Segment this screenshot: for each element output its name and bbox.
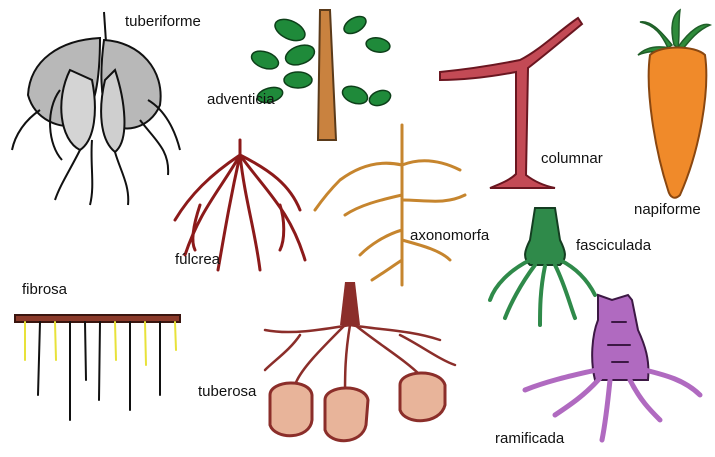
label-ramificada: ramificada [495,431,564,446]
napiforme-root-icon [638,10,710,198]
label-adventicia: adventicia [207,92,275,107]
fasciculada-root-icon [490,208,595,325]
fibrosa-root-icon [15,315,180,420]
axonomorfa-root-icon [315,125,465,285]
label-axonomorfa: axonomorfa [410,228,489,243]
label-columnar: columnar [541,151,603,166]
label-tuberosa: tuberosa [198,384,256,399]
tuberosa-root-icon [265,282,455,441]
ramificada-root-icon [525,295,700,440]
label-fibrosa: fibrosa [22,282,67,297]
label-fulcrea: fúlcrea [175,252,220,267]
tuberiforme-root-icon [12,12,180,205]
label-napiforme: napiforme [634,202,701,217]
adventicia-root-icon [249,10,393,140]
label-tuberiforme: tuberiforme [125,14,201,29]
label-fasciculada: fasciculada [576,238,651,253]
